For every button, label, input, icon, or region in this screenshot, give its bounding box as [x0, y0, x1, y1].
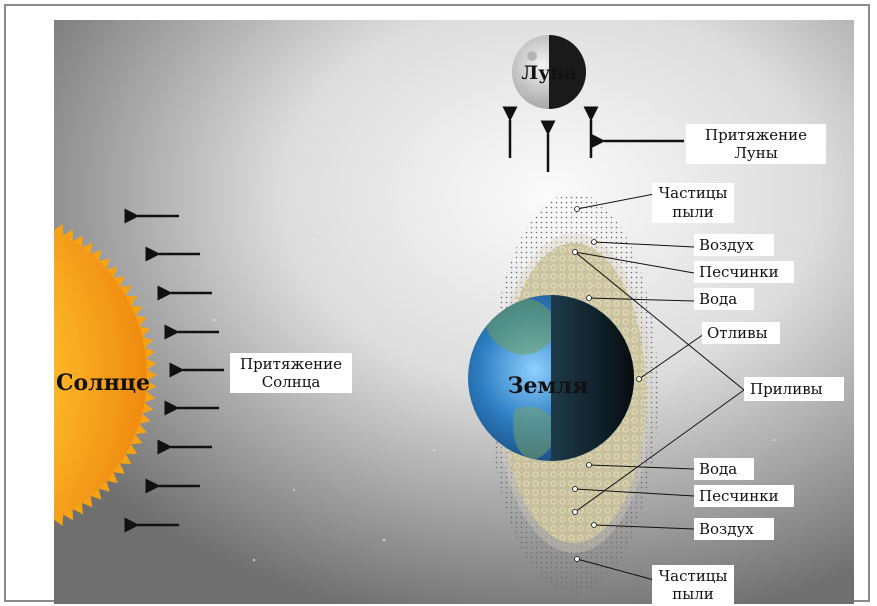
moon-pull-box [686, 124, 826, 164]
sun-label: Солнце [56, 370, 150, 396]
sand-bottom-label: Песчинки [699, 487, 779, 505]
sun-pull-label-line1: Притяжение [240, 355, 342, 373]
diagram-canvas: Солнце Притяжение Солнца [54, 20, 854, 604]
moon [512, 35, 586, 109]
moon-pull-arrows [502, 106, 684, 172]
space-background [54, 20, 854, 604]
sun-pull-arrows [124, 208, 224, 533]
moon-pull-label-line1: Притяжение [705, 126, 807, 144]
moon-pull-label-line2: Луны [734, 144, 777, 162]
figure-frame: Солнце Притяжение Солнца [4, 4, 870, 604]
dust-bottom-label-line2: пыли [672, 585, 713, 603]
air-top-label: Воздух [699, 236, 754, 254]
dust-top-label-line2: пыли [672, 203, 713, 221]
earth [468, 295, 634, 461]
label-boxes [652, 183, 844, 604]
leader-dots [572, 206, 642, 562]
air-bottom-label: Воздух [699, 520, 754, 538]
moon-label: Луна [521, 62, 576, 84]
sand-top-label: Песчинки [699, 263, 779, 281]
tide-diagram: Солнце Притяжение Солнца [54, 20, 854, 604]
dust-bottom-label-line1: Частицы [659, 567, 728, 585]
sun-pull-label-line2: Солнца [262, 373, 321, 391]
water-top-label: Вода [699, 290, 737, 308]
ebbs-label: Отливы [707, 324, 768, 342]
leader-lines [574, 193, 745, 581]
sun-pull-box [230, 353, 352, 393]
tides-label: Приливы [750, 380, 823, 398]
star-specks [212, 239, 775, 562]
earth-label: Земля [508, 373, 589, 399]
water-bottom-label: Вода [699, 460, 737, 478]
dust-top-label-line1: Частицы [659, 184, 728, 202]
sun [54, 224, 157, 526]
